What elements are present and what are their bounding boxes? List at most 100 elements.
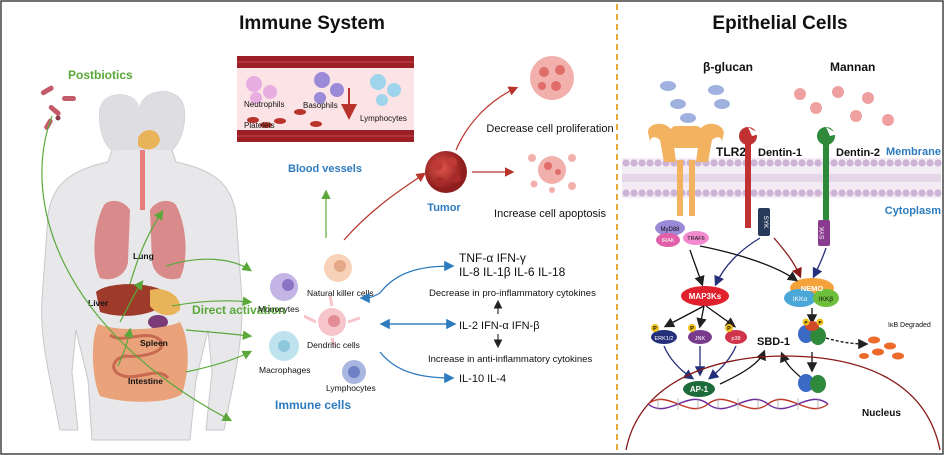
- spleen-label: Spleen: [140, 338, 168, 348]
- lipid-head: [750, 189, 758, 197]
- monocytes-label: Monocytes: [258, 304, 299, 314]
- syk-1-label: SYK: [762, 215, 769, 229]
- cell-membrane: [622, 158, 942, 198]
- beta-glucan-label: β-glucan: [703, 60, 753, 74]
- irak-label: IRAK: [662, 238, 675, 244]
- tumor-label: Tumor: [427, 202, 461, 214]
- cytokine-arrows: [359, 260, 457, 384]
- lipid-head: [758, 159, 766, 167]
- lipid-head: [910, 189, 918, 197]
- lipid-head: [830, 189, 838, 197]
- lipid-head: [878, 159, 886, 167]
- epithelial-cells-title: Epithelial Cells: [712, 13, 847, 34]
- organs-illustration: [92, 130, 188, 402]
- lipid-head: [870, 189, 878, 197]
- lipid-head: [694, 189, 702, 197]
- lipid-head: [630, 189, 638, 197]
- lipid-head: [854, 189, 862, 197]
- mannan-particles: [794, 86, 894, 126]
- lipid-head: [758, 189, 766, 197]
- lipid-head: [630, 159, 638, 167]
- dentin-2-receptor: [817, 127, 838, 228]
- map3ks-label: MAP3Ks: [689, 292, 722, 301]
- lipid-head: [710, 189, 718, 197]
- lipid-head: [774, 189, 782, 197]
- membrane-label: Membrane: [886, 146, 941, 158]
- syk-2-label: SYK: [819, 226, 826, 240]
- erk-phospho-label: P: [653, 326, 657, 332]
- lipid-head: [838, 159, 846, 167]
- nfkb-node: [798, 374, 826, 393]
- lipid-head: [726, 159, 734, 167]
- dna-helix: [647, 398, 829, 410]
- nucleus: [625, 355, 941, 451]
- lipid-head: [638, 159, 646, 167]
- postbiotics-label: Postbiotics: [68, 68, 133, 82]
- lipid-head: [750, 159, 758, 167]
- lipid-head: [934, 189, 942, 197]
- il2-ifn-label: IL-2 IFN-α IFN-β: [459, 320, 540, 332]
- lipid-head: [622, 189, 630, 197]
- nk-cells-label: Natural killer cells: [307, 288, 374, 298]
- lipid-head: [646, 159, 654, 167]
- lipid-head: [926, 189, 934, 197]
- p38-node: [725, 324, 747, 344]
- tlr2-label: TLR2: [716, 145, 746, 159]
- il10-il4-label: IL-10 IL-4: [459, 373, 506, 385]
- decrease-pro-inflammatory-label: Decrease in pro-inflammatory cytokines: [429, 288, 596, 299]
- lipid-head: [862, 189, 870, 197]
- signaling-arrows: [663, 237, 869, 385]
- lipid-head: [854, 159, 862, 167]
- lipid-head: [846, 189, 854, 197]
- lipid-head: [782, 159, 790, 167]
- tlr2-receptor: [648, 123, 724, 216]
- lipid-head: [894, 159, 902, 167]
- macrophages-label: Macrophages: [259, 365, 311, 375]
- lipid-head: [838, 189, 846, 197]
- traf6-label: TRAF6: [687, 236, 704, 242]
- proliferating-cell-icon: [530, 56, 574, 100]
- immune-cells-caption: Immune cells: [275, 398, 351, 412]
- lipid-head: [718, 189, 726, 197]
- lipid-head: [806, 159, 814, 167]
- platelets-label: Platelets: [244, 121, 275, 130]
- lipid-head: [766, 189, 774, 197]
- lipid-head: [878, 189, 886, 197]
- lipid-head: [782, 189, 790, 197]
- blood-vessels-caption: Blood vessels: [288, 163, 362, 175]
- ap1-label: AP-1: [690, 385, 709, 394]
- lipid-head: [654, 189, 662, 197]
- lipid-head: [646, 189, 654, 197]
- jnk-phospho-label: P: [690, 326, 694, 332]
- dentin-1-label: Dentin-1: [758, 147, 802, 159]
- lipid-head: [894, 189, 902, 197]
- nucleus-label: Nucleus: [862, 408, 901, 419]
- lipid-head: [806, 189, 814, 197]
- lipid-head: [662, 189, 670, 197]
- neutrophils-label: Neutrophils: [244, 100, 284, 109]
- jnk-label: JNK: [695, 336, 706, 342]
- blood-lymphocytes-label: Lymphocytes: [360, 114, 407, 123]
- dentin-2-label: Dentin-2: [836, 147, 880, 159]
- lipid-head: [734, 159, 742, 167]
- ap1-node: [683, 381, 715, 397]
- lipid-head: [766, 159, 774, 167]
- lipid-head: [910, 159, 918, 167]
- immune-lymphocytes-label: Lymphocytes: [326, 383, 376, 393]
- lipid-head: [870, 159, 878, 167]
- ikb-degraded-label: IκB Degraded: [888, 322, 931, 329]
- syk-kinase-1: [758, 208, 770, 236]
- lipid-head: [902, 189, 910, 197]
- postbiotics-icon: [40, 85, 76, 130]
- lipid-head: [790, 189, 798, 197]
- lipid-head: [934, 159, 942, 167]
- lipid-head: [718, 159, 726, 167]
- direct-activation-arrows: [41, 115, 331, 422]
- ikb-phospho-label-2: P: [818, 320, 821, 325]
- lipid-head: [814, 189, 822, 197]
- lipid-head: [926, 159, 934, 167]
- lipid-head: [734, 189, 742, 197]
